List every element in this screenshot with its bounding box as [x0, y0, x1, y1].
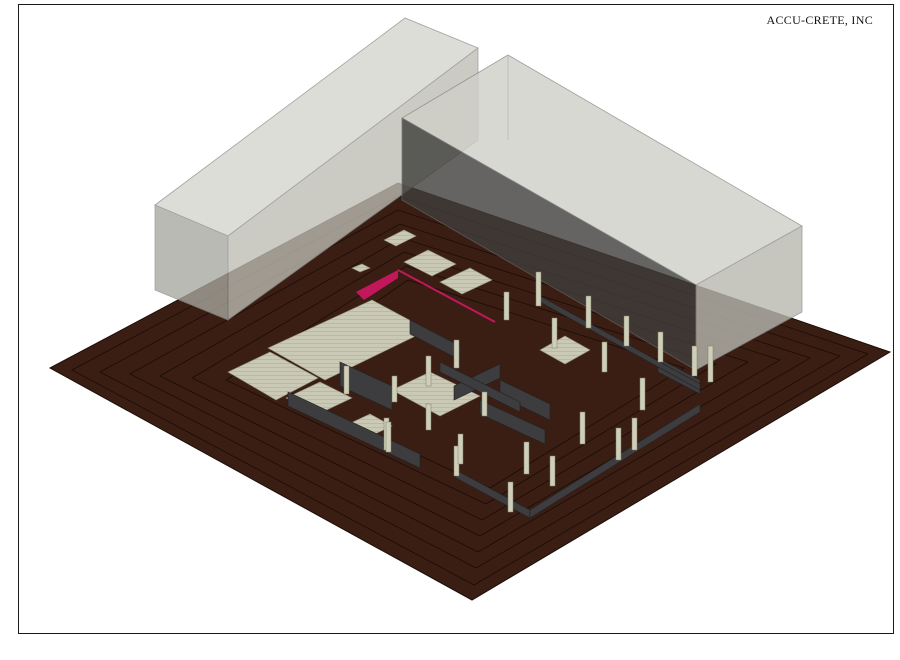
- slab-upper-1: [403, 249, 457, 277]
- columns: [343, 271, 714, 513]
- slab-upper-2: [439, 267, 493, 295]
- slab-small-1: [383, 229, 417, 247]
- slab-small-2: [351, 263, 371, 273]
- adjacent-building-right: [401, 54, 803, 371]
- slab-lower-left: [227, 351, 319, 401]
- highlighted-wall: [356, 269, 496, 323]
- company-name: ACCU-CRETE, INC: [766, 13, 873, 27]
- topographic-contours: [71, 195, 869, 586]
- slab-center: [391, 371, 481, 417]
